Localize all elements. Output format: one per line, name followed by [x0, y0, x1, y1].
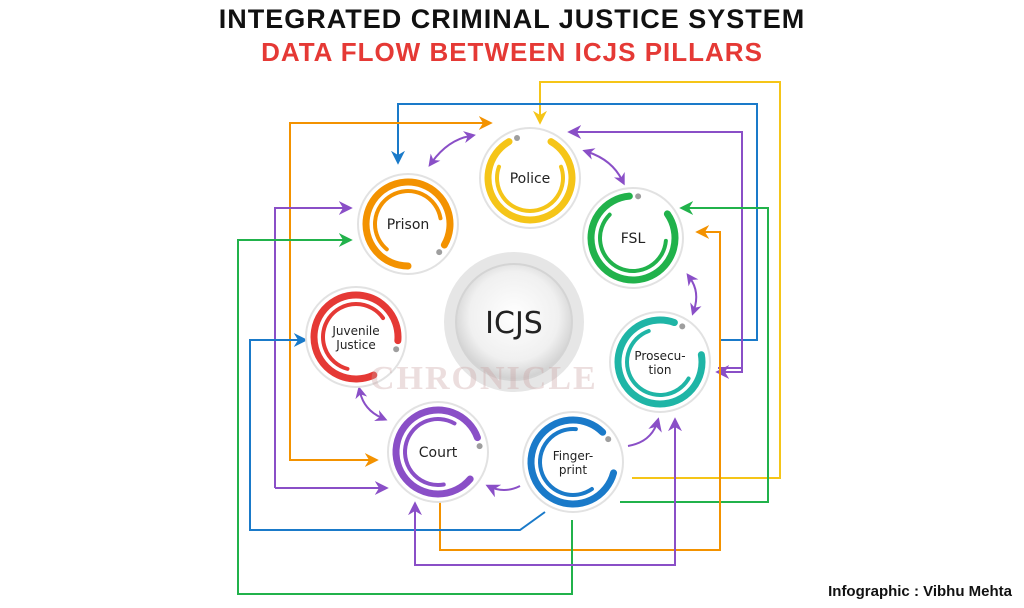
- flow-yellow-to-police: [533, 81, 781, 479]
- pillar-ring-outer: [362, 178, 454, 270]
- pillar-label-fingerprint: Finger-: [553, 449, 593, 463]
- pillar-label-fsl: FSL: [621, 231, 646, 247]
- pillar-label-police: Police: [510, 171, 551, 187]
- pillar-node-prosecution: Prosecu-tion: [609, 311, 711, 413]
- flow-orange-to-police: [289, 116, 493, 438]
- pillar-label-prison: Prison: [387, 217, 430, 233]
- flow-purple-to-police: [567, 125, 743, 369]
- flow-green-to-fsl: [620, 201, 769, 503]
- pillar-node-fingerprint: Finger-print: [522, 411, 624, 513]
- link-fsl-prosecution: [686, 273, 702, 316]
- pillar-ring-inner: [321, 302, 386, 371]
- pillar-label-prosecution: Prosecu-: [634, 349, 685, 363]
- pillar-ring-inner: [538, 427, 594, 497]
- pillar-label-prosecution: tion: [649, 363, 672, 377]
- pillar-node-police: Police: [479, 127, 581, 229]
- pillar-node-prison: Prison: [357, 173, 459, 275]
- pillar-ring-outer: [392, 406, 481, 498]
- flow-blue-to-juvenile: [249, 333, 546, 531]
- pillar-dot: [679, 323, 686, 330]
- link-prison-police: [428, 131, 476, 167]
- icjs-center-label: ICJS: [485, 306, 543, 341]
- pillar-dot: [476, 443, 483, 450]
- pillar-node-fsl: FSL: [582, 187, 684, 289]
- page-subtitle: DATA FLOW BETWEEN ICJS PILLARS: [261, 37, 763, 67]
- pillar-ring-inner: [495, 164, 565, 213]
- link-police-fsl: [582, 148, 625, 186]
- flow-orange-to-court: [289, 438, 379, 467]
- pillar-ring-outer: [614, 316, 706, 408]
- pillar-label-court: Court: [419, 445, 458, 461]
- pillar-dot: [514, 135, 521, 142]
- pillar-ring-outer: [484, 138, 576, 224]
- infographic-credit: Infographic : Vibhu Mehta: [828, 583, 1012, 600]
- pillar-dot: [635, 193, 642, 200]
- pillar-ring-inner: [598, 212, 668, 273]
- pillar-ring-outer: [527, 416, 618, 508]
- pillar-dot: [436, 249, 443, 256]
- watermark-text: CHRONICLE: [370, 360, 598, 397]
- pillar-ring-outer: [310, 291, 402, 383]
- flow-purple-to-prison: [274, 201, 353, 488]
- pillar-node-court: Court: [387, 401, 489, 503]
- pillar-ring-outer: [587, 192, 679, 284]
- link-court-juvenile: [355, 386, 388, 422]
- pillar-ring-inner: [403, 417, 457, 487]
- flow-purple-to-prosecution: [715, 300, 743, 379]
- pillar-ring-inner: [625, 328, 691, 397]
- pillar-label-fingerprint: print: [559, 463, 587, 477]
- pillar-label-juvenile: Juvenile: [331, 324, 379, 338]
- flow-orange-to-fsl: [439, 225, 721, 551]
- pillar-ring-inner: [373, 189, 443, 252]
- flow-green-to-prison: [237, 233, 573, 595]
- link-prosecution-fingerprint: [627, 417, 662, 447]
- icjs-center-node: ICJS: [444, 252, 584, 392]
- pillar-dot: [605, 436, 612, 443]
- pillar-dot: [393, 346, 400, 353]
- pillar-label-juvenile: Justice: [335, 338, 375, 352]
- page-title: INTEGRATED CRIMINAL JUSTICE SYSTEM: [218, 4, 806, 34]
- link-fingerprint-court: [485, 484, 521, 498]
